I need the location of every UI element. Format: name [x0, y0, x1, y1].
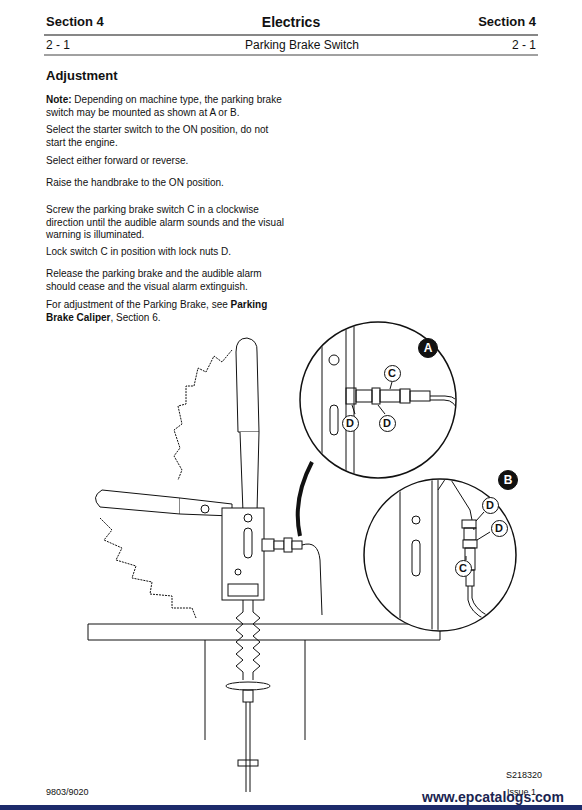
- chapter-header: Electrics: [262, 14, 320, 31]
- callout-circle: D: [342, 415, 359, 432]
- instruction-paragraph: For adjustment of the Parking Brake, see…: [46, 299, 290, 324]
- instruction-text: Screw the parking brake switch C in a cl…: [46, 204, 284, 240]
- instruction-text: Raise the handbrake to the ON position.: [46, 177, 224, 188]
- instruction-paragraph: Lock switch C in position with lock nuts…: [46, 246, 290, 259]
- callout-letter: D: [346, 418, 354, 429]
- callout-circle: B: [498, 470, 518, 490]
- callout-circle: D: [491, 520, 508, 537]
- instruction-paragraph: Release the parking brake and the audibl…: [46, 268, 290, 293]
- page-number: 2 - 1: [46, 38, 70, 52]
- callout-letter: D: [486, 500, 494, 511]
- section-header: Section 4: [478, 14, 536, 30]
- instruction-text: Select either forward or reverse.: [46, 155, 188, 166]
- callout-letter: D: [495, 523, 503, 534]
- section-header: Section 4: [46, 14, 104, 30]
- instruction-text: , Section 6.: [110, 312, 160, 323]
- callout-letter: A: [424, 342, 433, 354]
- callout-circle: C: [455, 560, 472, 577]
- page-title: Parking Brake Switch: [245, 38, 359, 52]
- subheading: Adjustment: [46, 68, 118, 84]
- callout-letter: D: [383, 418, 391, 429]
- watermark: www.epcatalogs.com: [422, 789, 564, 806]
- callout-circle: C: [384, 365, 401, 382]
- callout-letter: C: [459, 563, 467, 574]
- document-number: 9803/9020: [46, 787, 89, 798]
- instruction-text: Lock switch C in position with lock nuts…: [46, 246, 231, 257]
- callout-letter: C: [388, 368, 396, 379]
- bold-reference: Note:: [46, 94, 72, 105]
- callout-letter: B: [504, 474, 513, 486]
- instruction-paragraph: Note:Depending on machine type, the park…: [46, 94, 290, 119]
- instruction-text: For adjustment of the Parking Brake, see: [46, 299, 228, 310]
- callout-circle: D: [482, 497, 499, 514]
- instruction-text: Release the parking brake and the audibl…: [46, 268, 262, 292]
- instruction-text: Depending on machine type, the parking b…: [46, 94, 282, 118]
- instruction-paragraph: Raise the handbrake to the ON position.: [46, 177, 290, 190]
- instruction-text: Select the starter switch to the ON posi…: [46, 124, 268, 148]
- instruction-paragraph: Select either forward or reverse.: [46, 155, 290, 168]
- callout-circle: D: [379, 415, 396, 432]
- instruction-paragraph: Select the starter switch to the ON posi…: [46, 124, 290, 149]
- instruction-paragraph: Screw the parking brake switch C in a cl…: [46, 204, 290, 242]
- page-number: 2 - 1: [512, 38, 536, 52]
- figure-number: S218320: [506, 770, 542, 781]
- callout-circle: A: [418, 338, 438, 358]
